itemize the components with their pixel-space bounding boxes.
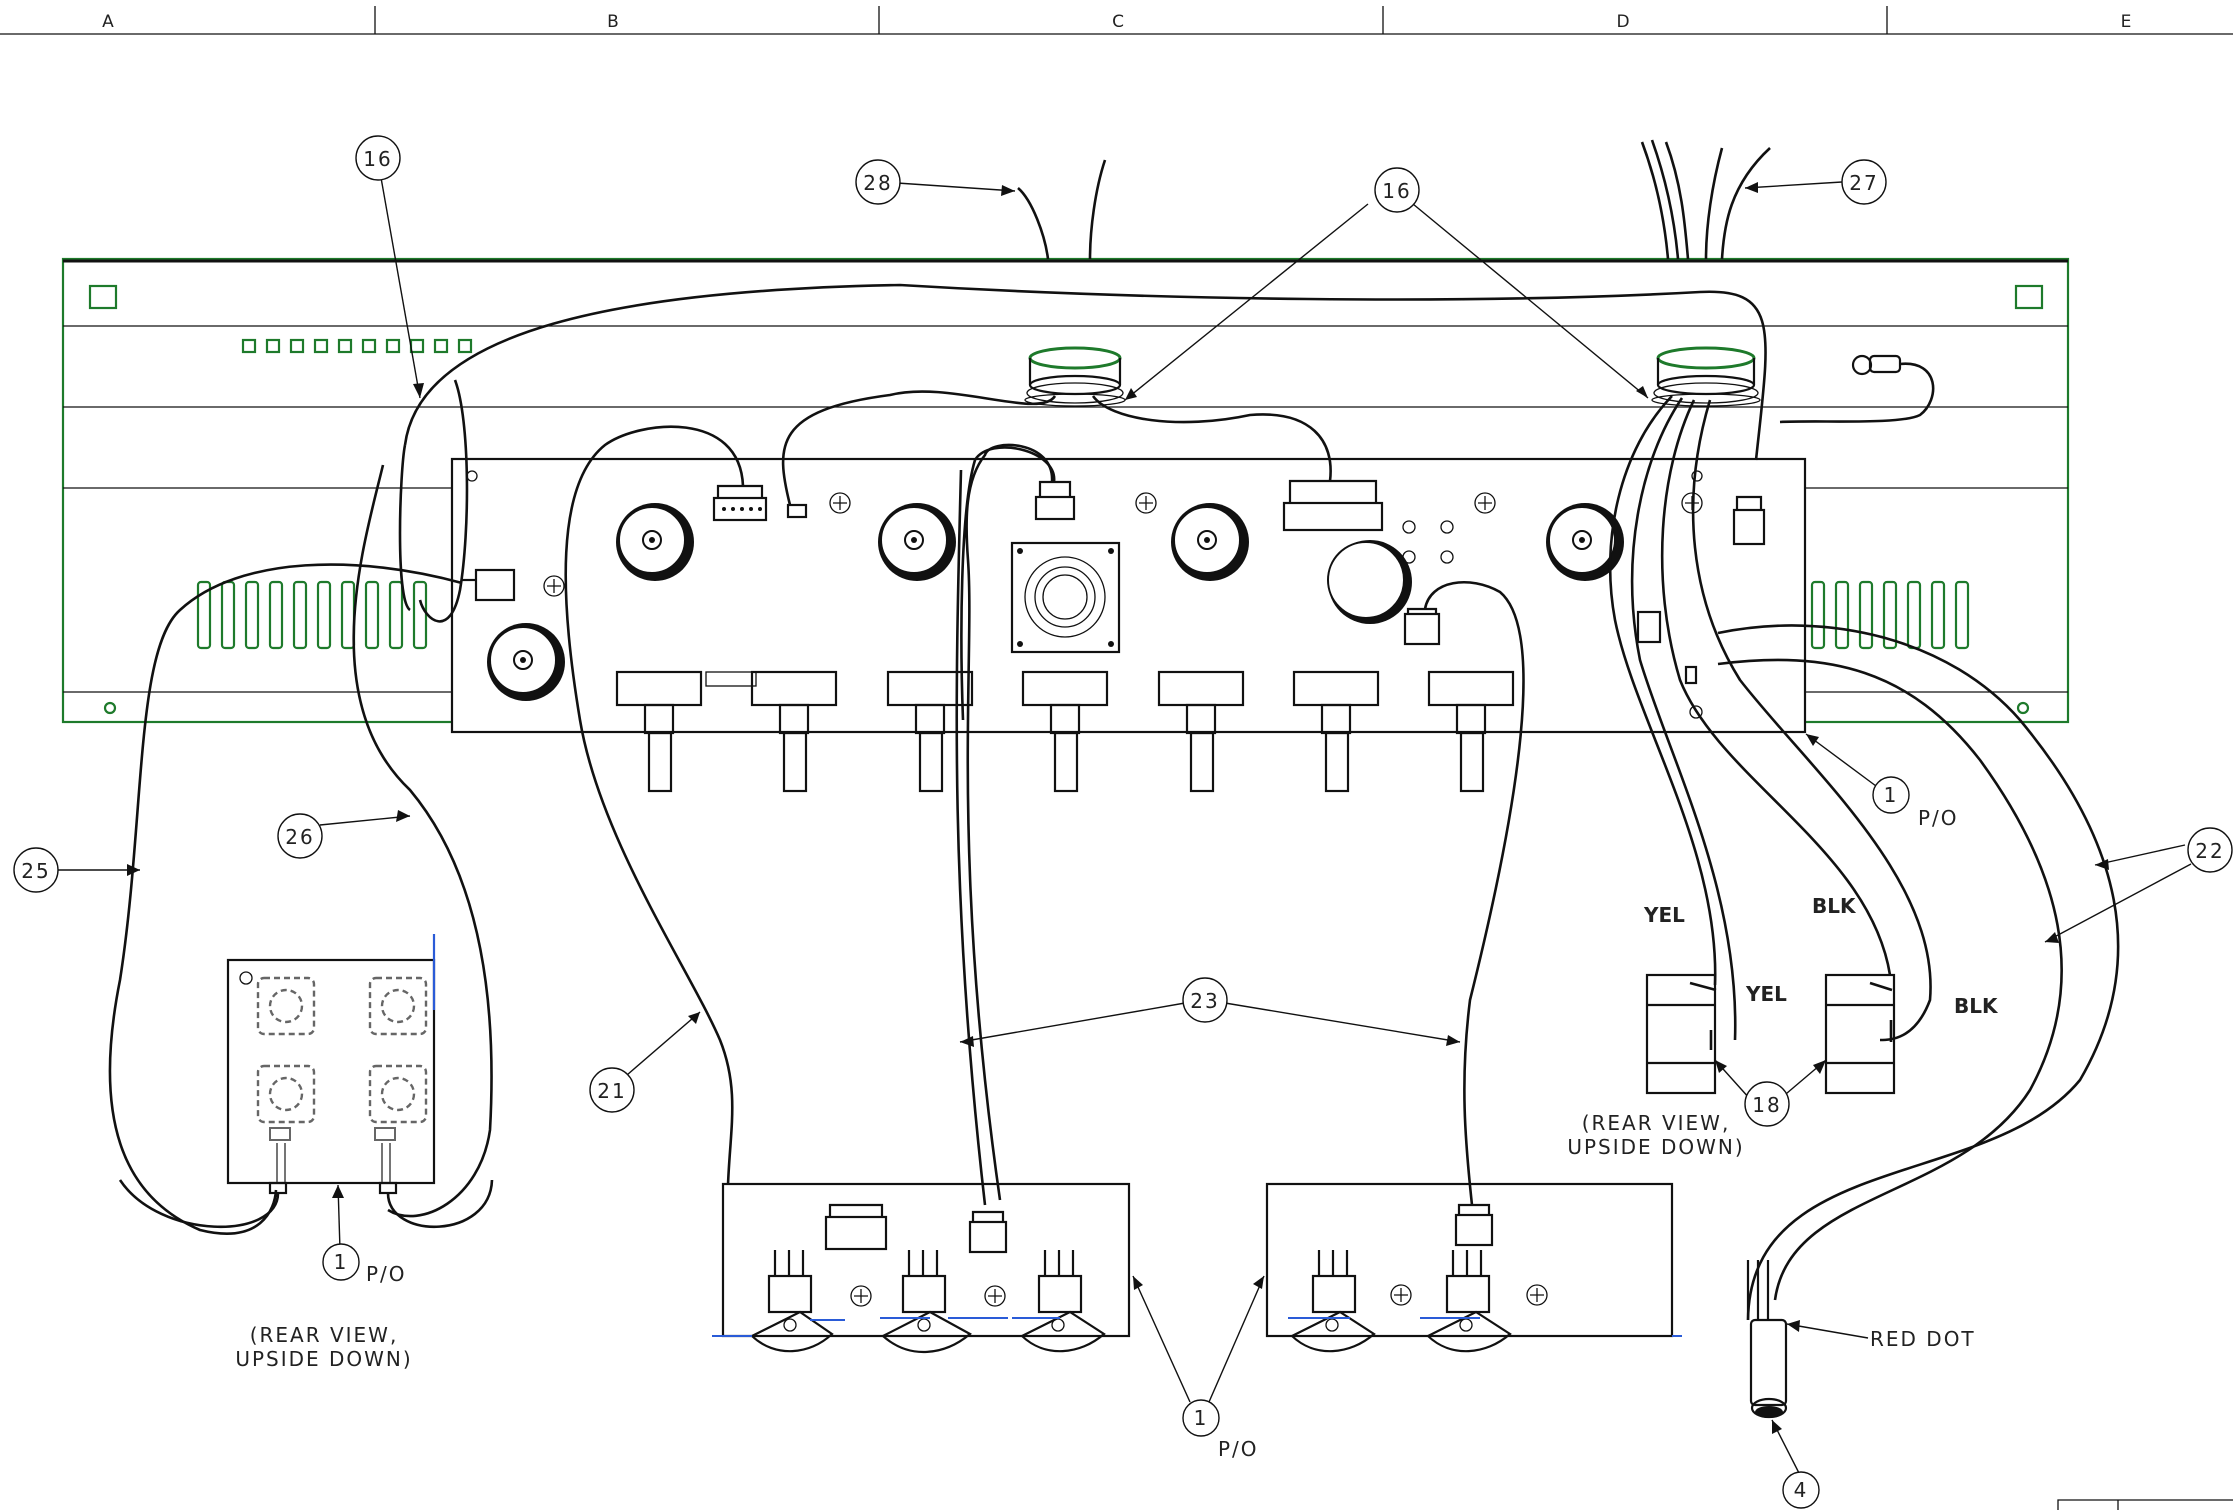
zone-label-e: E <box>2121 12 2132 32</box>
jack-4 <box>1546 503 1624 581</box>
callout-16-left: 16 <box>355 135 401 181</box>
svg-text:1: 1 <box>334 1250 349 1274</box>
zone-label-b: B <box>607 12 619 32</box>
led-row <box>241 338 473 354</box>
zone-strip: A B C D E <box>0 6 2233 35</box>
jack-1 <box>616 503 694 581</box>
red-dot-label: RED DOT <box>1870 1327 1976 1351</box>
switch-board-left <box>712 1182 1131 1354</box>
svg-text:18: 18 <box>1752 1093 1781 1117</box>
callout-22: 22 <box>2187 827 2233 873</box>
zone-label-d: D <box>1616 12 1629 32</box>
plug-icon <box>1746 1260 1788 1419</box>
rear-switch-right <box>1824 973 1896 1095</box>
svg-text:16: 16 <box>1382 179 1411 203</box>
svg-text:22: 22 <box>2195 839 2224 863</box>
callout-28: 28 <box>855 159 901 205</box>
svg-text:21: 21 <box>597 1079 626 1103</box>
upside-down-note: UPSIDE DOWN) <box>1567 1135 1744 1159</box>
callout-21: 21 <box>589 1067 635 1113</box>
wire-color-label: BLK <box>1812 894 1857 918</box>
callout-23: 23 <box>1182 977 1228 1023</box>
callout-27: 27 <box>1841 159 1887 205</box>
wire-color-label: BLK <box>1954 994 1999 1018</box>
rear-switch-left <box>1645 973 1717 1095</box>
po-label: P/O <box>1918 806 1959 830</box>
upside-down-note: UPSIDE DOWN) <box>235 1347 412 1371</box>
svg-text:26: 26 <box>285 825 314 849</box>
svg-text:27: 27 <box>1849 171 1878 195</box>
svg-text:1: 1 <box>1194 1406 1209 1430</box>
callout-1-top: 1 <box>1872 776 1910 814</box>
svg-text:28: 28 <box>863 171 892 195</box>
svg-text:23: 23 <box>1190 989 1219 1013</box>
leader-lines <box>58 171 2192 1476</box>
callout-16-right: 16 <box>1374 167 1420 213</box>
svg-text:25: 25 <box>21 859 50 883</box>
round-indicator <box>1327 520 1454 624</box>
wiring-harness <box>108 139 2120 1321</box>
grommet-right <box>1651 346 1761 407</box>
po-label: P/O <box>366 1262 407 1286</box>
zone-label-a: A <box>102 12 114 32</box>
callout-4: 4 <box>1782 1471 1820 1509</box>
rear-view-note: (REAR VIEW, <box>1582 1111 1731 1135</box>
jack-2 <box>878 503 956 581</box>
switch-board-right <box>1265 1182 1682 1353</box>
vent-slots-left <box>196 580 428 650</box>
callout-25: 25 <box>13 847 59 893</box>
svg-text:1: 1 <box>1884 783 1899 807</box>
svg-text:16: 16 <box>363 147 392 171</box>
zone-label-c: C <box>1112 12 1124 32</box>
callout-1-bottom: 1 <box>1182 1399 1220 1437</box>
wire-color-label: YEL <box>1643 903 1685 927</box>
arrowheads <box>127 182 2109 1434</box>
po-label: P/O <box>1218 1437 1259 1461</box>
svg-text:4: 4 <box>1794 1478 1809 1502</box>
wire-color-label: YEL <box>1745 982 1787 1006</box>
title-block-corner <box>2057 1499 2233 1510</box>
rear-board-left <box>118 934 494 1229</box>
main-circuit-board <box>450 457 1807 734</box>
callout-1-left: 1 <box>322 1243 360 1281</box>
rear-view-note: (REAR VIEW, <box>250 1323 399 1347</box>
speaker-icon <box>1010 541 1121 654</box>
board-connectors <box>462 479 1766 685</box>
callout-26: 26 <box>277 813 323 859</box>
grommet-left <box>1024 346 1126 407</box>
jack-5 <box>487 623 565 701</box>
ground-lug-icon <box>1779 354 1935 424</box>
callout-18: 18 <box>1744 1081 1790 1127</box>
jack-3 <box>1171 503 1249 581</box>
pot-row <box>615 670 1515 793</box>
